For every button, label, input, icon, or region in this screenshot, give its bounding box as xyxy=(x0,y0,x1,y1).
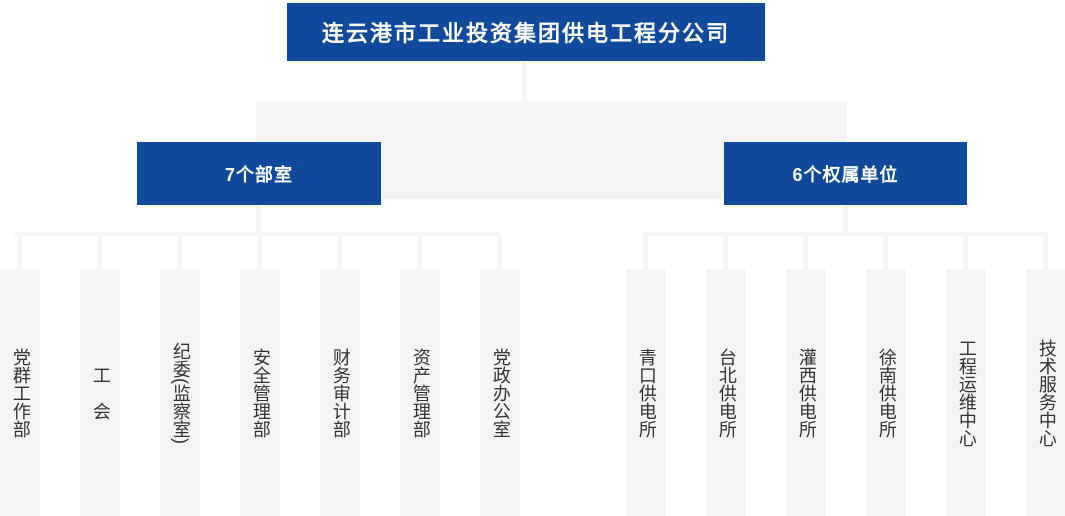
connector-root-drop xyxy=(522,61,527,102)
connector-stub xyxy=(497,236,502,270)
unit-label: 工程运维中心 xyxy=(956,339,977,447)
connector-subsidiaries-drop xyxy=(843,205,848,232)
connector-stub xyxy=(963,236,968,270)
group-node-subsidiaries: 6个权属单位 xyxy=(724,142,967,205)
connector-subsidiaries-rail xyxy=(643,232,1048,236)
unit-label: 灌西供电所 xyxy=(796,348,817,438)
connector-stub xyxy=(257,236,262,270)
dept-label: 党群工作部 xyxy=(10,348,31,438)
connector-departments-rail xyxy=(15,232,500,236)
group-node-departments: 7个部室 xyxy=(137,142,381,205)
dept-label: 安全管理部 xyxy=(250,348,271,438)
group-node-subsidiaries-label: 6个权属单位 xyxy=(792,164,899,185)
connector-departments-drop xyxy=(256,205,261,232)
dept-column: 资产管理部 xyxy=(400,236,440,516)
unit-column: 技术服务中心 xyxy=(1026,236,1065,516)
dept-column: 安全管理部 xyxy=(240,236,280,516)
connector-stub xyxy=(337,236,342,270)
unit-column: 灌西供电所 xyxy=(786,236,826,516)
dept-label: 党政办公室 xyxy=(490,348,511,438)
dept-column: 工 会 xyxy=(80,236,120,516)
unit-label: 徐南供电所 xyxy=(876,348,897,438)
connector-stub xyxy=(803,236,808,270)
connector-stub xyxy=(723,236,728,270)
connector-stub xyxy=(417,236,422,270)
dept-column: 党政办公室 xyxy=(480,236,520,516)
dept-label: 纪委(监察室) xyxy=(170,342,191,444)
unit-column: 徐南供电所 xyxy=(866,236,906,516)
connector-stub xyxy=(1043,236,1048,270)
dept-label: 资产管理部 xyxy=(410,348,431,438)
unit-column: 工程运维中心 xyxy=(946,236,986,516)
dept-label: 财务审计部 xyxy=(330,348,351,438)
unit-column: 青口供电所 xyxy=(626,236,666,516)
connector-stub xyxy=(883,236,888,270)
dept-column: 纪委(监察室) xyxy=(160,236,200,516)
unit-label: 青口供电所 xyxy=(636,348,657,438)
unit-label: 台北供电所 xyxy=(716,348,737,438)
dept-label: 工 会 xyxy=(90,366,111,420)
dept-column: 党群工作部 xyxy=(0,236,40,516)
group-node-departments-label: 7个部室 xyxy=(224,164,293,185)
root-node-label: 连云港市工业投资集团供电工程分公司 xyxy=(321,21,730,46)
connector-stub xyxy=(643,236,648,270)
unit-column: 台北供电所 xyxy=(706,236,746,516)
connector-stub xyxy=(17,236,22,270)
dept-column: 财务审计部 xyxy=(320,236,360,516)
connector-stub xyxy=(177,236,182,270)
root-node-box: 连云港市工业投资集团供电工程分公司 xyxy=(287,3,765,61)
connector-stub xyxy=(97,236,102,270)
unit-label: 技术服务中心 xyxy=(1036,339,1057,447)
